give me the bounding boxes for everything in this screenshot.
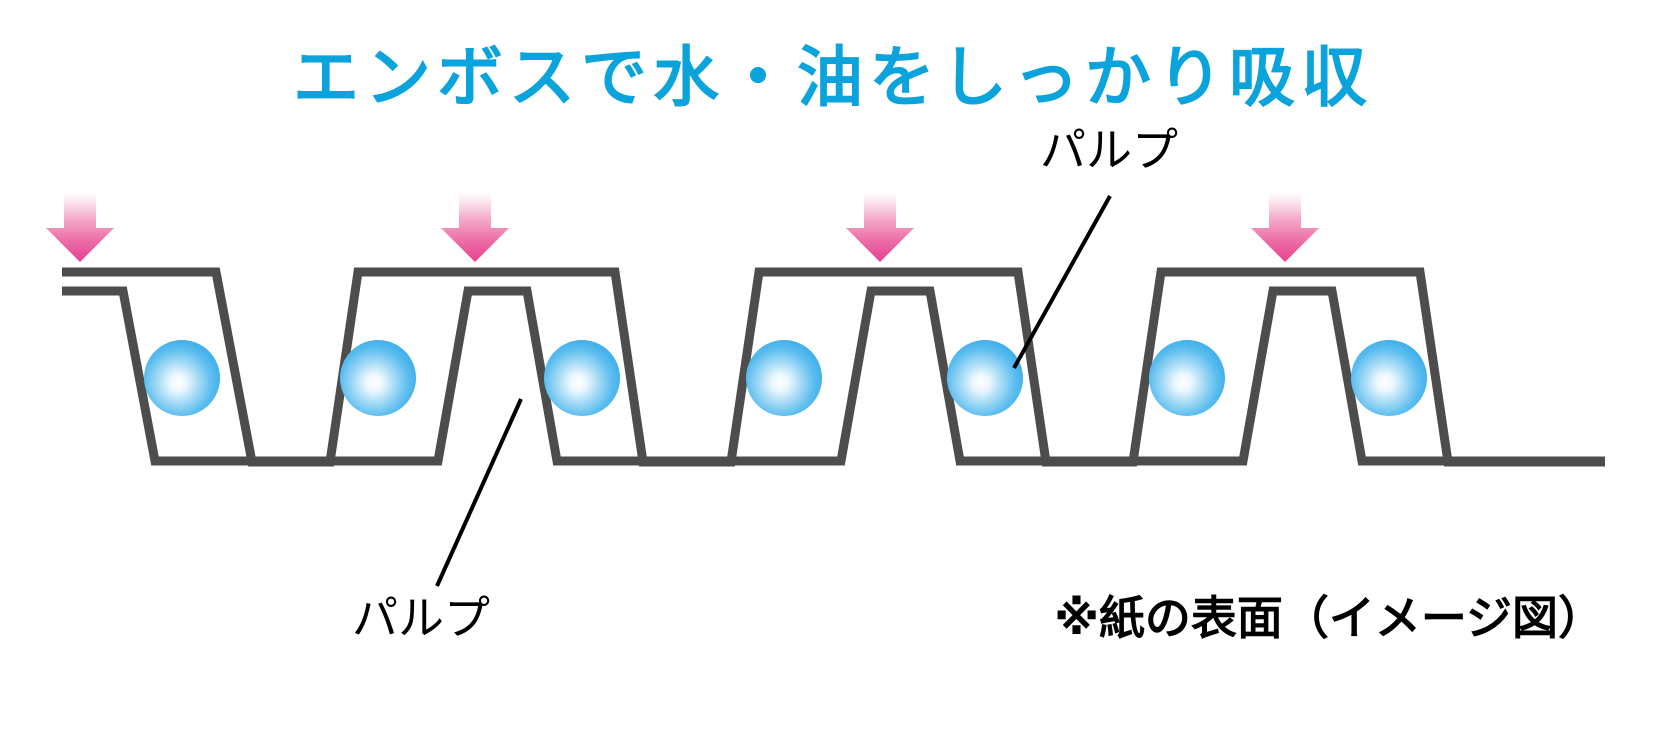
liquid-droplet bbox=[746, 340, 822, 416]
paper-profile-lower bbox=[62, 286, 1605, 466]
label-pulp-top: パルプ bbox=[1040, 124, 1178, 176]
liquid-droplets-group bbox=[144, 340, 1427, 416]
leader-line-pulp-top bbox=[1012, 195, 1112, 369]
paper-cross-section bbox=[62, 267, 1605, 467]
leader-line-pulp-bottom bbox=[435, 398, 523, 587]
callout-leader-lines bbox=[435, 195, 1112, 587]
liquid-droplet bbox=[1351, 340, 1427, 416]
footnote-paper-surface-image: ※紙の表面（イメージ図） bbox=[1054, 592, 1604, 644]
liquid-droplet bbox=[340, 340, 416, 416]
label-pulp-bottom: パルプ bbox=[352, 592, 490, 644]
liquid-droplet bbox=[144, 340, 220, 416]
liquid-droplet bbox=[947, 340, 1023, 416]
page-title: エンボスで水・油をしっかり吸収 bbox=[293, 40, 1373, 114]
liquid-droplet bbox=[544, 340, 620, 416]
liquid-droplet bbox=[1149, 340, 1225, 416]
